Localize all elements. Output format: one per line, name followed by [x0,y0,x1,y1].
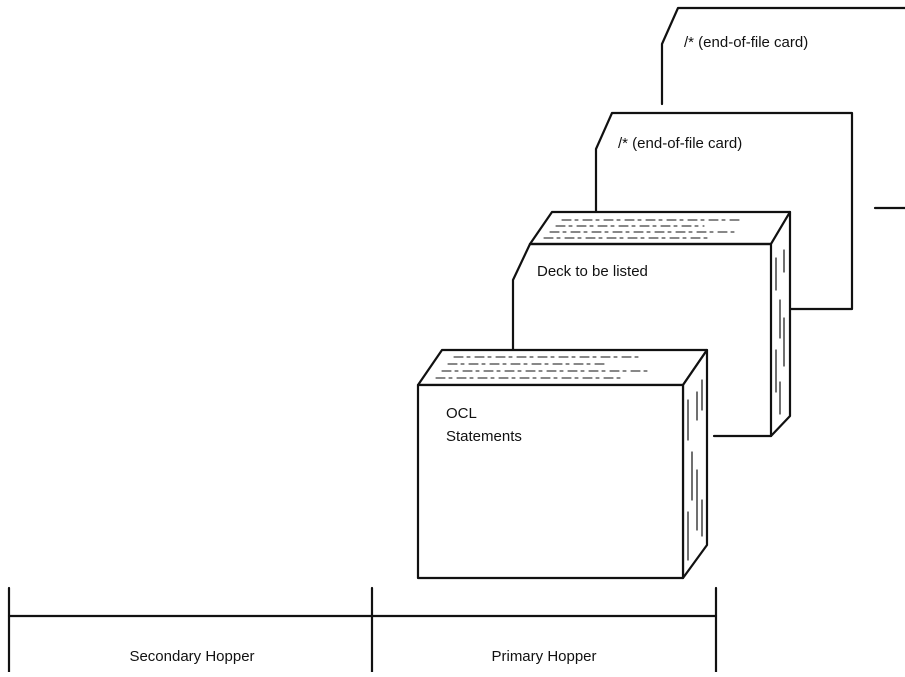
deck-top-face [528,210,792,246]
deck-to-be-listed-block: Deck to be listed [511,210,792,438]
ocl-label-line1: OCL [446,405,477,422]
deck-label: Deck to be listed [537,263,648,280]
ocl-front-face [416,383,685,580]
ocl-label-line2: Statements [446,428,522,445]
ocl-statements-block: OCL Statements [416,348,709,580]
ocl-top-face [416,348,709,387]
eof-card-front: /* (end-of-file card) [594,111,905,311]
eof-card-back-outline [660,6,905,106]
eof-card-front-label: /* (end-of-file card) [618,135,742,152]
secondary-hopper-label: Secondary Hopper [129,648,254,665]
deck-front-edge [511,242,532,352]
primary-hopper-label: Primary Hopper [491,648,596,665]
eof-card-front-outline [594,111,854,311]
ocl-side-face [681,348,709,580]
eof-card-back-label: /* (end-of-file card) [684,34,808,51]
eof-card-back: /* (end-of-file card) [660,6,905,106]
hopper-base: Secondary Hopper Primary Hopper [7,586,718,674]
